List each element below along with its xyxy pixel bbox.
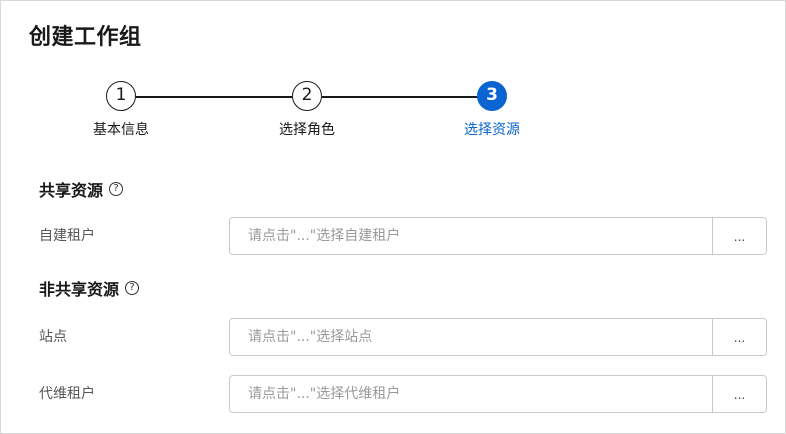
step-number: 1 (106, 81, 136, 111)
section-title-nonshared: 非共享资源 ? (39, 276, 140, 300)
step-select-role[interactable]: 2 选择角色 (237, 81, 377, 139)
form-row-site: 站点 ... (39, 318, 767, 356)
field-label: 自建租户 (39, 228, 95, 244)
step-label: 基本信息 (93, 122, 149, 138)
step-select-resource[interactable]: 3 选择资源 (422, 81, 562, 139)
step-number: 3 (477, 81, 507, 111)
browse-button[interactable]: ... (712, 376, 766, 412)
step-connector (136, 96, 292, 98)
maintenance-tenant-input[interactable] (230, 376, 712, 412)
browse-button[interactable]: ... (712, 319, 766, 355)
field-label: 代维租户 (39, 386, 95, 402)
site-field: ... (229, 318, 767, 356)
stepper: 1 基本信息 2 选择角色 3 选择资源 (1, 81, 786, 151)
site-input[interactable] (230, 319, 712, 355)
help-icon[interactable]: ? (125, 281, 140, 295)
browse-button[interactable]: ... (712, 218, 766, 254)
section-title-text: 共享资源 (39, 181, 104, 200)
field-label: 站点 (39, 329, 67, 345)
section-title-shared: 共享资源 ? (39, 177, 124, 201)
step-basic-info[interactable]: 1 基本信息 (51, 81, 191, 139)
section-title-text: 非共享资源 (39, 280, 120, 299)
step-label: 选择资源 (464, 122, 520, 138)
maintenance-tenant-field: ... (229, 375, 767, 413)
step-label: 选择角色 (279, 122, 335, 138)
step-connector (322, 96, 478, 98)
form-row-self-built-tenant: 自建租户 ... (39, 217, 767, 255)
form-row-maintenance-tenant: 代维租户 ... (39, 375, 767, 413)
help-icon[interactable]: ? (109, 182, 124, 196)
step-number: 2 (292, 81, 322, 111)
self-built-tenant-field: ... (229, 217, 767, 255)
dialog-title: 创建工作组 (29, 25, 142, 50)
self-built-tenant-input[interactable] (230, 218, 712, 254)
